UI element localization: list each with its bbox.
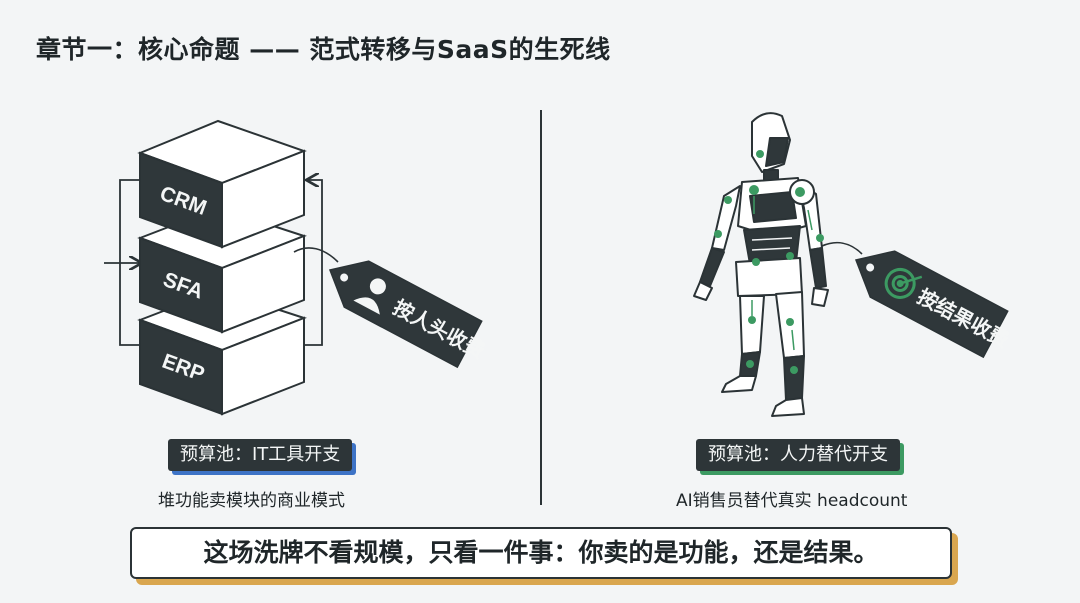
per-seat-price-tag: 按人头收费 — [293, 247, 489, 369]
center-divider — [540, 110, 542, 505]
user-icon — [353, 278, 386, 315]
conclusion-banner: 这场洗牌不看规模，只看一件事：你卖的是功能，还是结果。 — [130, 527, 952, 579]
robot-joints — [714, 150, 824, 374]
budget-badge-it-tools: 预算池：IT工具开支 — [168, 439, 353, 471]
page-title: 章节一：核心命题 —— 范式转移与SaaS的生死线 — [36, 35, 611, 64]
crm-block — [137, 119, 307, 249]
left-caption: 堆功能卖模块的商业模式 — [158, 491, 345, 511]
outcome-price-tag: 按结果收费 — [821, 241, 1013, 359]
ai-robot-illustration — [693, 112, 829, 417]
right-caption: AI销售员替代真实 headcount — [676, 491, 908, 511]
budget-badge-labor-replacement: 预算池：人力替代开支 — [696, 439, 900, 471]
module-stack: CRM SFA ERP — [104, 119, 323, 416]
flow-lines — [104, 180, 323, 346]
target-icon — [884, 267, 923, 299]
